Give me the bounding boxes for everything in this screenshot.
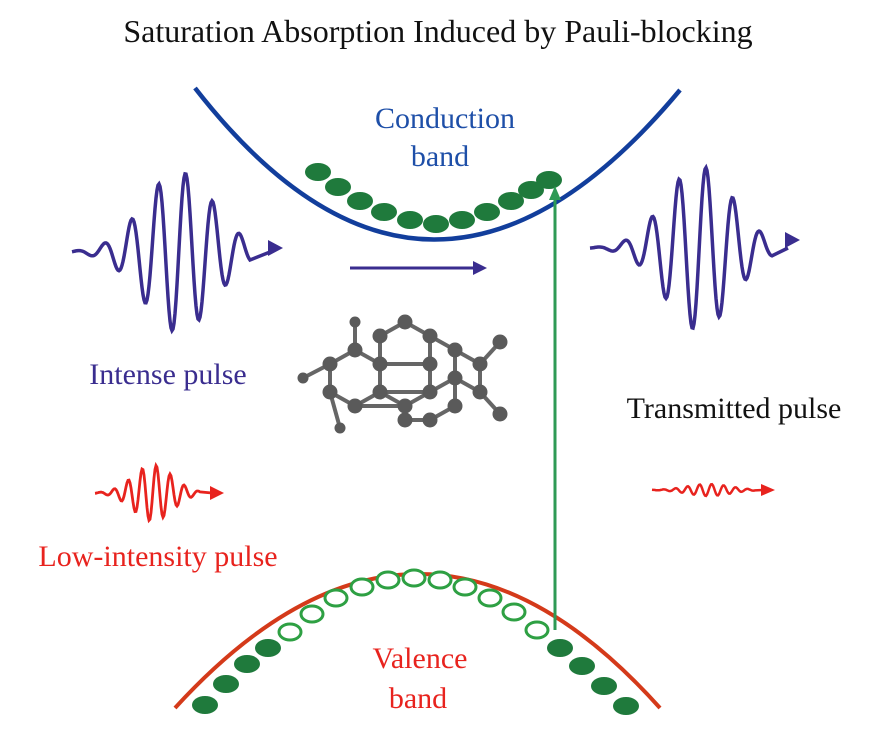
hole-circle (401, 568, 427, 588)
electron-dot (213, 675, 239, 693)
electron-dot (397, 211, 423, 229)
molecule-atom (422, 384, 438, 400)
molecule-atom (397, 398, 413, 414)
conduction-band-label: Conduction (375, 102, 515, 135)
valence-band-label-line2: band (389, 682, 447, 715)
hole-circle (349, 577, 375, 597)
hole-circle (323, 588, 349, 608)
molecule-atom (322, 384, 338, 400)
conduction-band-curve (193, 86, 682, 242)
electron-dot (255, 639, 281, 657)
intense-pulse-label: Intense pulse (89, 358, 246, 391)
valence-band-label: Valence (373, 642, 468, 675)
molecule-atom (397, 412, 413, 428)
low-intensity-pulse-wave (94, 461, 224, 524)
electron-dot (547, 639, 573, 657)
hole-circle (452, 577, 478, 597)
molecule-atom (347, 342, 363, 358)
molecule-atom (492, 406, 508, 422)
molecule-atom (297, 372, 309, 384)
molecule-atom (472, 356, 488, 372)
diagram-title: Saturation Absorption Induced by Pauli-b… (123, 13, 752, 49)
intense-pulse-wave (71, 171, 283, 335)
electron-dot (234, 655, 260, 673)
conduction-band-label-line2: band (411, 140, 469, 173)
pyrene-molecule-icon (297, 314, 508, 434)
conduction-electrons (305, 163, 562, 233)
electron-dot (371, 203, 397, 221)
molecule-atom (447, 398, 463, 414)
hole-circle (524, 620, 550, 640)
propagation-arrow (350, 261, 487, 275)
molecule-atom (472, 384, 488, 400)
electron-dot (474, 203, 500, 221)
electron-dot (518, 181, 544, 199)
low-intensity-pulse-label: Low-intensity pulse (38, 540, 277, 573)
molecule-atom (347, 398, 363, 414)
electron-dot (449, 211, 475, 229)
electron-dot (325, 178, 351, 196)
molecule-atom (492, 334, 508, 350)
electron-dot (423, 215, 449, 233)
electron-dot (613, 697, 639, 715)
electron-dot (591, 677, 617, 695)
electron-dot (498, 192, 524, 210)
low-transmitted-pulse-wave (651, 482, 775, 498)
transmitted-pulse-wave (589, 163, 800, 331)
electron-dot (192, 696, 218, 714)
molecule-atom (349, 316, 361, 328)
hole-circle (277, 622, 303, 642)
hole-circle (299, 604, 325, 624)
electron-dot (536, 171, 562, 189)
hole-circle (427, 570, 453, 590)
hole-circle (375, 570, 401, 590)
hole-circle (477, 588, 503, 608)
molecule-atom (422, 356, 438, 372)
electron-dot (569, 657, 595, 675)
molecule-atom (422, 328, 438, 344)
valence-holes (277, 568, 550, 642)
electron-dot (305, 163, 331, 181)
molecule-atom (422, 412, 438, 428)
transmitted-pulse-label: Transmitted pulse (627, 392, 842, 425)
molecule-atom (447, 370, 463, 386)
valence-electrons (192, 639, 639, 715)
transition-arrow (549, 186, 561, 630)
molecule-atom (334, 422, 346, 434)
molecule-atom (372, 356, 388, 372)
electron-dot (347, 192, 373, 210)
molecule-atom (372, 384, 388, 400)
hole-circle (501, 602, 527, 622)
molecule-atom (322, 356, 338, 372)
molecule-atom (372, 328, 388, 344)
molecule-atom (447, 342, 463, 358)
molecule-atom (397, 314, 413, 330)
